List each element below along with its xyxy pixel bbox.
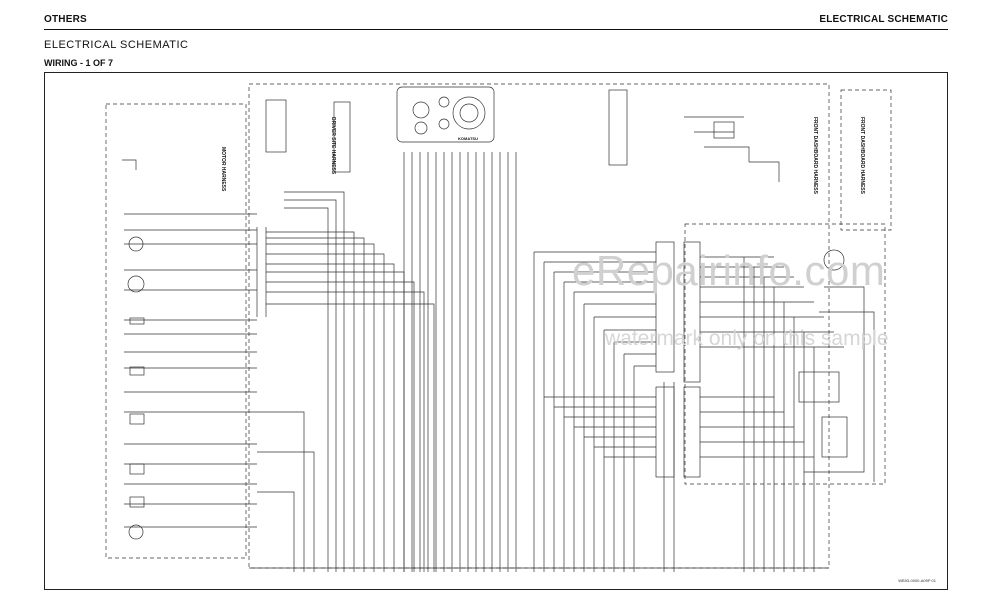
wiring-schematic: MOTOR HARNESS DRIVER SITE HARNESS FRONT … bbox=[105, 83, 892, 572]
front-dashboard-harness-label-2: FRONT DASHBOARD HARNESS bbox=[859, 117, 865, 195]
front-dashboard-harness-box bbox=[840, 89, 892, 231]
schematic-frame bbox=[44, 72, 948, 590]
front-dashboard-connector-box bbox=[684, 223, 886, 485]
header-section-label: OTHERS bbox=[44, 14, 87, 25]
gauge-cluster bbox=[396, 86, 495, 143]
page-title: ELECTRICAL SCHEMATIC bbox=[44, 39, 189, 51]
header-rule bbox=[44, 29, 948, 30]
figure-id: WB93-0000-A09P 01 bbox=[898, 578, 936, 583]
driver-site-harness-label: DRIVER SITE HARNESS bbox=[330, 117, 336, 175]
motor-harness-label: MOTOR HARNESS bbox=[220, 147, 226, 192]
gauge-brand-label: KOMATSU bbox=[458, 136, 478, 141]
watermark-sub: watermark only on this sample bbox=[605, 327, 889, 350]
page-subtitle: WIRING - 1 OF 7 bbox=[44, 58, 114, 68]
header-document-label: ELECTRICAL SCHEMATIC bbox=[819, 14, 948, 25]
front-dashboard-harness-label: FRONT DASHBOARD HARNESS bbox=[812, 117, 818, 195]
watermark-main: eRepairinfo.com bbox=[572, 247, 886, 294]
motor-harness-box bbox=[105, 103, 247, 559]
